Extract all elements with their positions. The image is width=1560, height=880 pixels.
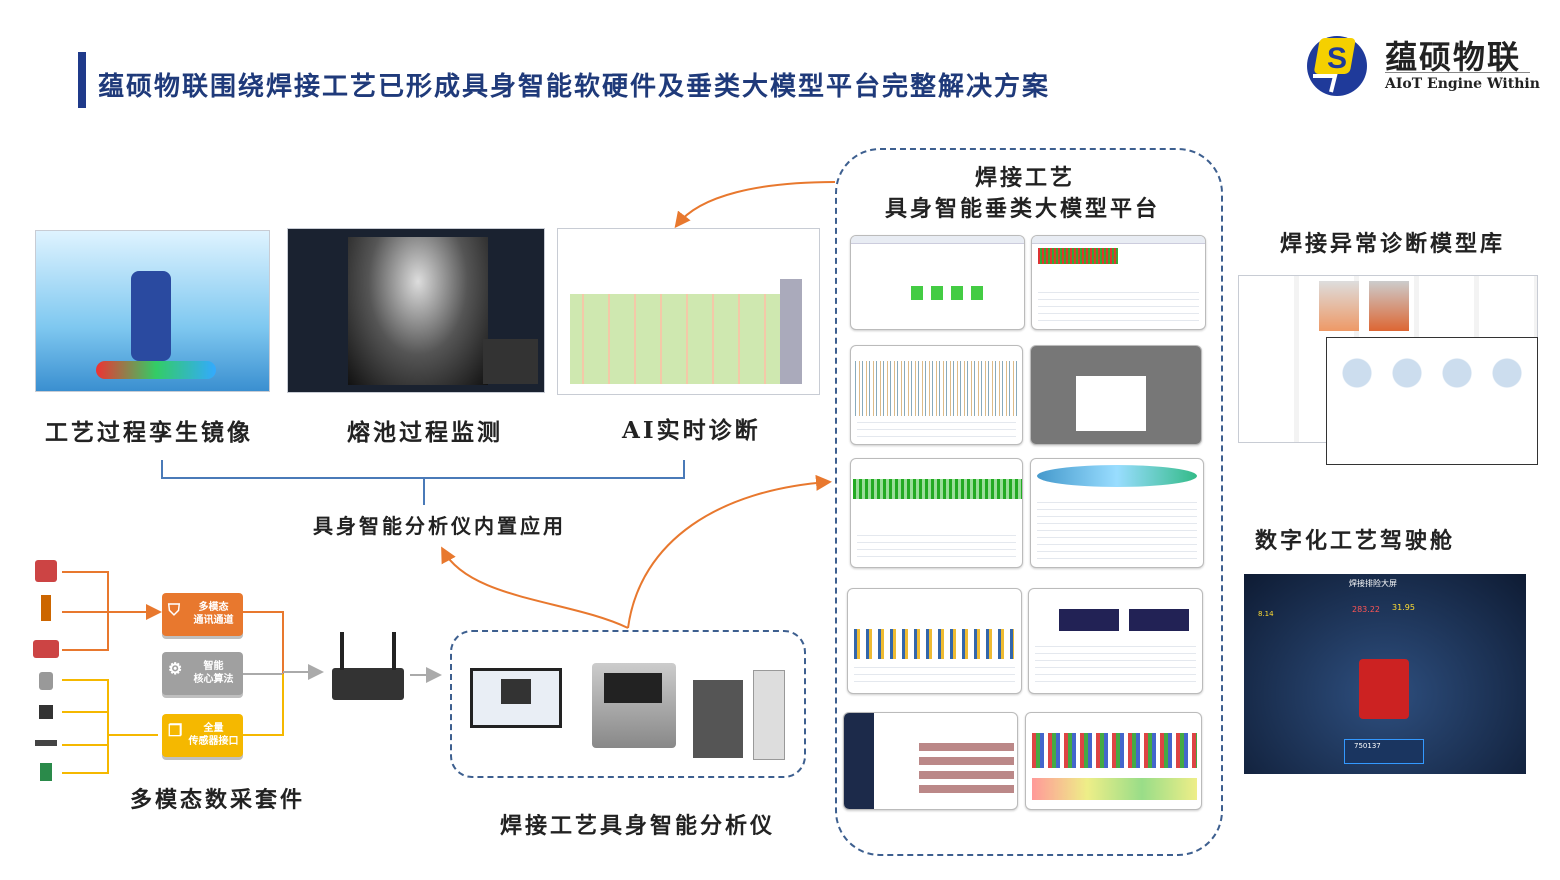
acquisition-label: 多模态数采套件 [130, 787, 306, 813]
cockpit-value-2: 31.95 [1392, 603, 1415, 612]
shield-check-icon: ⛉ [168, 600, 181, 619]
analyzer-welding-station [693, 640, 790, 760]
drone-icon [35, 740, 57, 746]
apps-bracket [161, 460, 685, 505]
app-label-ai-diagnosis: AI实时诊断 [622, 417, 761, 444]
logo-name: 蕴硕物联 [1385, 38, 1522, 76]
platform-screenshot-2 [1031, 235, 1206, 330]
platform-screenshot-7 [847, 588, 1022, 694]
sensor-icons-column [33, 560, 61, 782]
platform-dashed-frame [835, 148, 1223, 856]
model-library-image [1238, 275, 1540, 467]
platform-screenshot-3 [850, 345, 1023, 445]
cockpit-value-3: 8.14 [1258, 610, 1274, 618]
gear-icon: ⚙ [168, 659, 183, 678]
svg-text:S: S [1327, 42, 1347, 75]
platform-screenshot-6 [1030, 458, 1204, 568]
cockpit-header: 焊接排险大屏 [1349, 579, 1397, 588]
platform-title-line2: 具身智能垂类大模型平台 [885, 196, 1161, 222]
model-library-label: 焊接异常诊断模型库 [1280, 231, 1506, 257]
gauge-icon [40, 763, 52, 781]
app-label-digital-twin: 工艺过程孪生镜像 [45, 419, 253, 446]
logo-tagline: AIoT Engine Within [1385, 76, 1540, 92]
robot-arm-icon [41, 595, 51, 621]
platform-title-line1: 焊接工艺 [975, 165, 1076, 191]
cockpit-value-1: 283.22 [1352, 605, 1380, 614]
apps-group-label: 具身智能分析仪内置应用 [313, 514, 566, 538]
page-title: 蕴硕物联围绕焊接工艺已形成具身智能软硬件及垂类大模型平台完整解决方案 [98, 72, 1051, 102]
analyzer-label: 焊接工艺具身智能分析仪 [500, 813, 776, 839]
arrow-platform-to-ai [674, 181, 836, 229]
title-accent-bar [78, 52, 86, 108]
ai-diagnosis-screenshot [557, 228, 820, 395]
company-logo: S 蕴硕物联 AIoT Engine Within [1305, 32, 1540, 98]
analyzer-monitor [470, 668, 562, 728]
platform-screenshot-9 [843, 712, 1018, 810]
melt-pool-screenshot [287, 228, 545, 393]
cockpit-screenshot: 焊接排险大屏 283.22 31.95 8.14 750137 [1244, 574, 1526, 774]
analyzer-dashed-frame [450, 630, 806, 778]
welder-icon [35, 560, 57, 582]
arrow-analyzer-to-apps [441, 546, 629, 629]
sensor-interface-box: ❐全量传感器接口 [162, 714, 243, 757]
digital-twin-screenshot [35, 230, 270, 392]
platform-screenshot-10 [1025, 712, 1202, 810]
platform-screenshot-1 [850, 235, 1025, 330]
logo-mark-icon: S [1307, 36, 1367, 96]
machine-icon [33, 640, 59, 658]
core-algorithm-box: ⚙智能核心算法 [162, 652, 243, 695]
router-icon [332, 632, 404, 700]
arrow-analyzer-to-platform [627, 474, 832, 629]
analyzer-case [592, 663, 676, 748]
sensor-icon [39, 672, 53, 690]
platform-screenshot-8 [1028, 588, 1203, 694]
platform-screenshot-4 [1030, 345, 1202, 445]
camera-icon [39, 705, 53, 719]
comm-channel-box: ⛉多模态通讯通道 [162, 593, 243, 636]
cockpit-label: 数字化工艺驾驶舱 [1255, 528, 1456, 554]
yellow-connectors [62, 679, 158, 774]
orange-connectors [62, 571, 155, 651]
app-label-melt-pool: 熔池过程监测 [347, 419, 503, 446]
platform-screenshot-5 [850, 458, 1023, 568]
windows-icon: ❐ [168, 721, 183, 740]
cockpit-id: 750137 [1354, 742, 1381, 750]
